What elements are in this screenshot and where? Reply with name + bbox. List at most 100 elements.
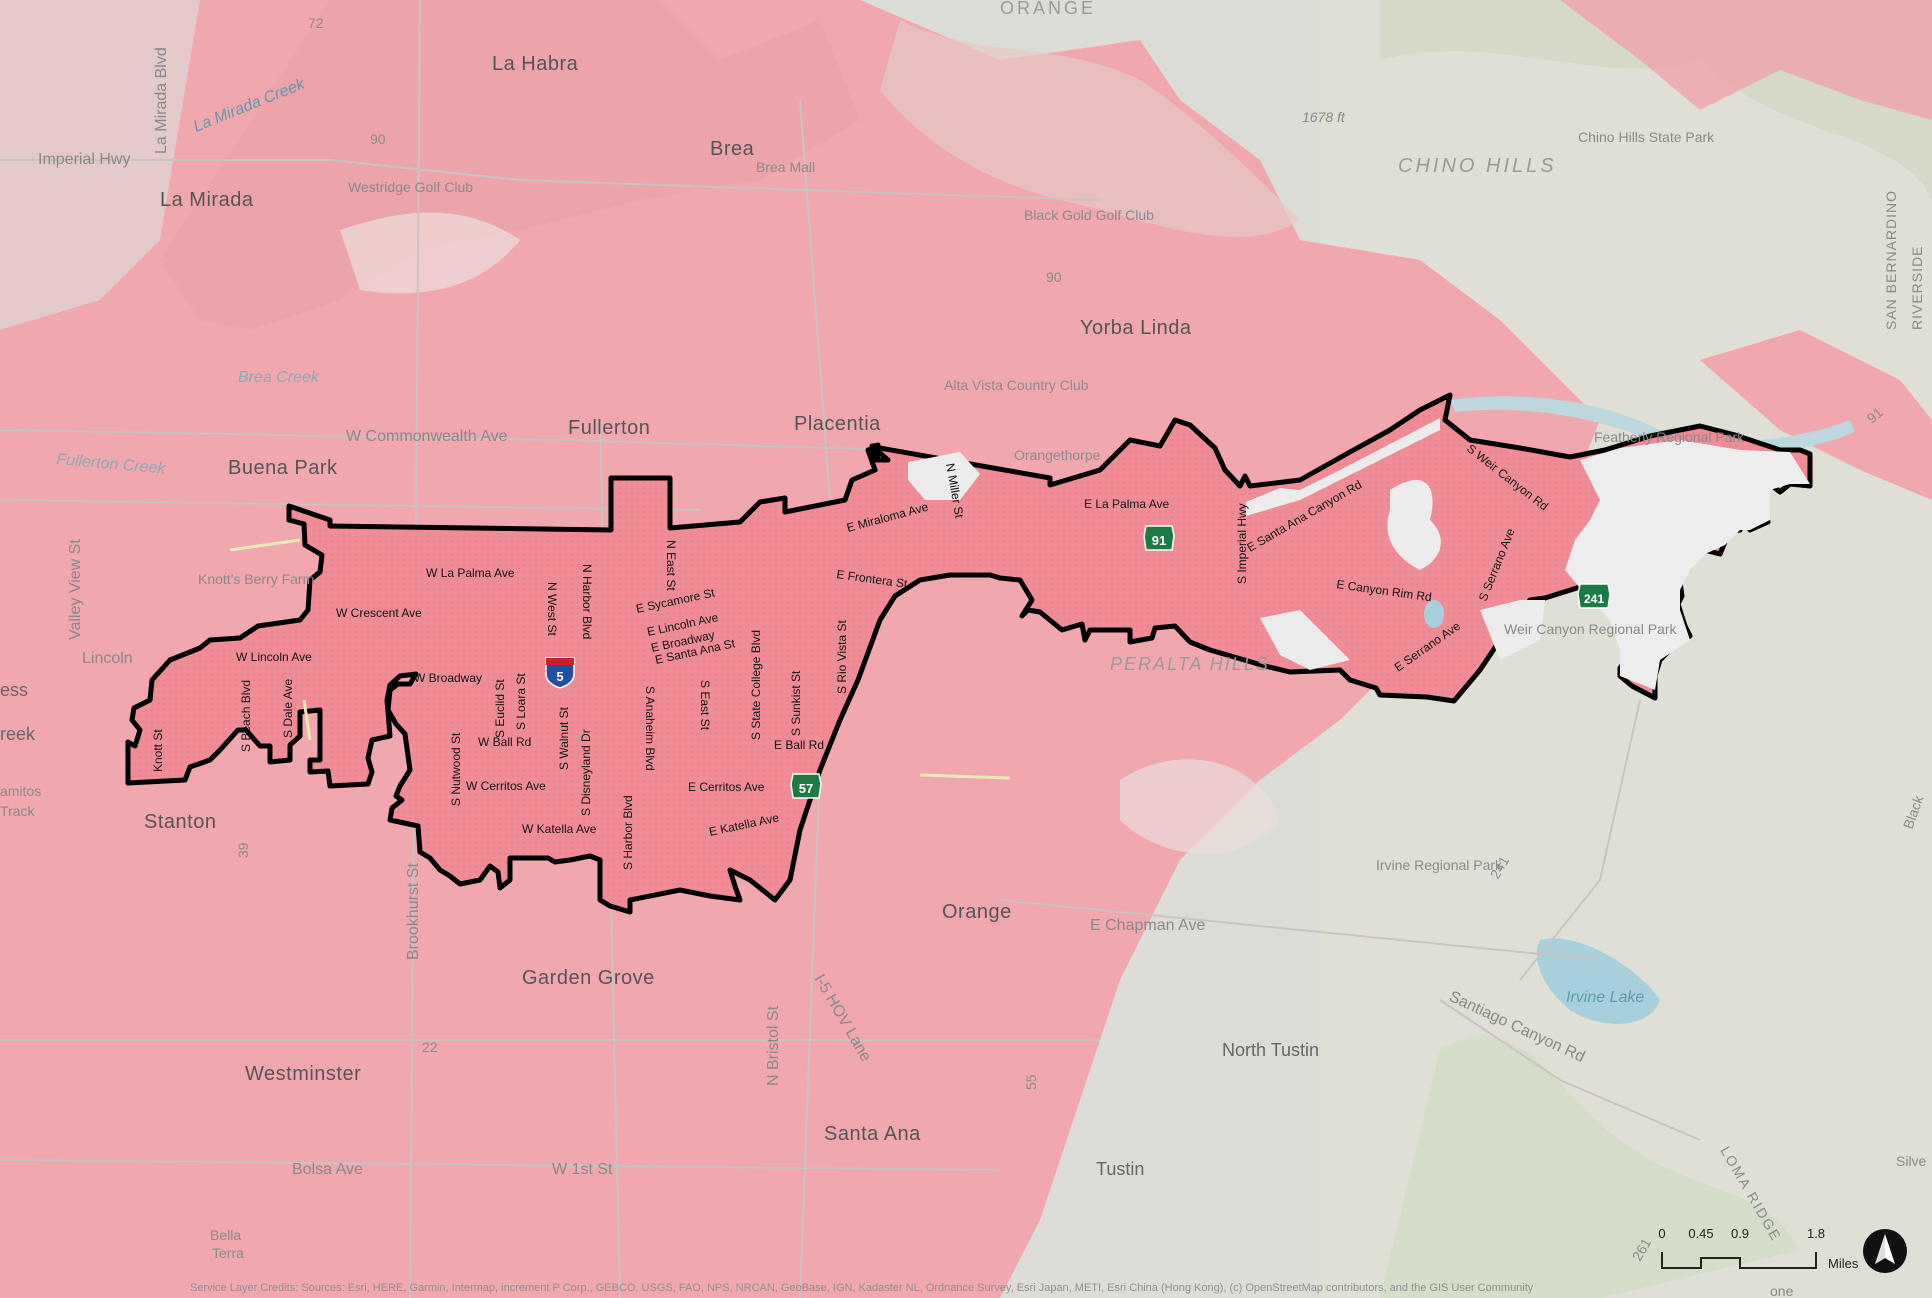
- hills-gap: [880, 20, 1300, 238]
- street-w-ball: W Ball Rd: [478, 735, 531, 749]
- street-knott: Knott St: [151, 729, 165, 772]
- shield-i5: 5: [545, 657, 575, 689]
- label-amitos: amitos: [0, 783, 41, 799]
- district-freeways: [229, 538, 1011, 780]
- city-brea: Brea: [710, 138, 755, 160]
- street-w-cerritos: W Cerritos Ave: [466, 779, 546, 793]
- place-featherly: Featherly Regional Park: [1594, 429, 1745, 445]
- road-bristol: N Bristol St: [765, 1005, 782, 1086]
- label-one: one: [1770, 1283, 1794, 1298]
- street-s-sunkist: S Sunkist St: [789, 670, 803, 736]
- route-55: 55: [1023, 1074, 1039, 1090]
- label-silve: Silve: [1896, 1153, 1927, 1169]
- street-s-walnut: S Walnut St: [557, 706, 571, 770]
- label-terra: Terra: [212, 1245, 244, 1261]
- irvine-lake: [1536, 938, 1660, 1024]
- road-brookhurst: Brookhurst St: [405, 863, 422, 960]
- city-garden-grove: Garden Grove: [522, 967, 655, 989]
- scale-tick-0: 0: [1658, 1226, 1666, 1241]
- place-knotts: Knott's Berry Farm: [198, 571, 314, 587]
- city-la-mirada: La Mirada: [160, 189, 254, 211]
- place-elevation: 1678 ft: [1302, 109, 1346, 125]
- road-chapman: E Chapman Ave: [1090, 917, 1205, 934]
- street-s-nutwood: S Nutwood St: [449, 732, 463, 806]
- scale-unit: Miles: [1828, 1256, 1859, 1271]
- road-commonwealth: W Commonwealth Ave: [346, 428, 508, 445]
- label-bella: Bella: [210, 1227, 241, 1243]
- label-reek: reek: [0, 724, 36, 744]
- street-e-cerritos: E Cerritos Ave: [688, 780, 765, 794]
- uncovered-hills-3: [1480, 600, 1545, 660]
- street-n-harbor: N Harbor Blvd: [580, 564, 594, 639]
- place-san-bernardino: SAN BERNARDINO: [1883, 190, 1899, 330]
- road-la-mirada-blvd: La Mirada Blvd: [153, 47, 170, 154]
- city-tustin: Tustin: [1096, 1159, 1144, 1179]
- orange-hills-gap: [1120, 759, 1280, 854]
- route-22: 22: [422, 1039, 438, 1055]
- road-w-1st: W 1st St: [552, 1161, 613, 1178]
- shield-ca57-number: 57: [799, 781, 813, 796]
- uncovered-hills-2: [1260, 610, 1350, 670]
- city-placentia: Placentia: [794, 413, 881, 435]
- street-n-east: N East St: [664, 540, 678, 591]
- shield-ca57: 57: [790, 773, 822, 799]
- route-90-a: 90: [1046, 269, 1062, 285]
- uncovered-north: [908, 452, 980, 500]
- route-72: 72: [308, 15, 324, 31]
- street-e-la-palma: E La Palma Ave: [1084, 497, 1169, 511]
- street-s-beach: S Beach Blvd: [239, 680, 253, 752]
- north-arrow-icon: [1862, 1228, 1908, 1274]
- region-chino-hills: CHINO HILLS: [1398, 155, 1557, 177]
- road-bolsa: Bolsa Ave: [292, 1161, 363, 1178]
- santa-ana-river: [1450, 396, 1855, 455]
- city-fullerton: Fullerton: [568, 417, 650, 439]
- place-westridge: Westridge Golf Club: [348, 179, 473, 195]
- water-brea-creek: Brea Creek: [238, 369, 320, 386]
- street-s-disneyland: S Disneyland Dr: [579, 729, 593, 816]
- place-black-gold: Black Gold Golf Club: [1024, 207, 1154, 223]
- street-s-state-college: S State College Blvd: [749, 630, 763, 740]
- place-irvine-lake: Irvine Lake: [1566, 989, 1644, 1006]
- place-irvine-park: Irvine Regional Park: [1376, 857, 1503, 873]
- road-imperial: Imperial Hwy: [38, 151, 130, 168]
- place-peralta-hills: PERALTA HILLS: [1110, 654, 1270, 674]
- shield-ca91: 91: [1143, 525, 1175, 551]
- uncovered-hills-1: [1387, 480, 1441, 570]
- shield-i5-number: 5: [556, 669, 563, 684]
- street-s-rio-vista: S Rio Vista St: [835, 620, 849, 694]
- place-weir-canyon: Weir Canyon Regional Park: [1504, 621, 1677, 637]
- uncovered-river: [1246, 418, 1440, 516]
- route-39: 39: [235, 842, 251, 858]
- route-90-b: 90: [370, 131, 386, 147]
- street-w-la-palma: W La Palma Ave: [426, 566, 515, 580]
- city-north-tustin: North Tustin: [1222, 1040, 1319, 1060]
- label-ess: ess: [0, 680, 28, 700]
- street-s-harbor: S Harbor Blvd: [621, 795, 635, 870]
- scale-tick-3: 1.8: [1806, 1226, 1826, 1241]
- city-westminster: Westminster: [245, 1063, 361, 1085]
- reservoir: [1424, 600, 1444, 628]
- street-s-anaheim: S Anaheim Blvd: [643, 686, 657, 771]
- uncovered-east: [1565, 440, 1810, 690]
- street-w-broadway: W Broadway: [414, 671, 482, 685]
- east-coverage: [1700, 330, 1932, 500]
- street-n-west: N West St: [545, 582, 559, 636]
- region-orange: ORANGE: [1000, 0, 1096, 18]
- street-w-katella: W Katella Ave: [522, 822, 597, 836]
- street-s-loara: S Loara St: [514, 673, 528, 730]
- shield-ca241-number: 241: [1584, 592, 1604, 606]
- city-buena-park: Buena Park: [228, 457, 338, 479]
- city-yorba-linda: Yorba Linda: [1080, 317, 1192, 339]
- northeast-coverage: [1560, 0, 1932, 120]
- shield-ca91-number: 91: [1152, 533, 1166, 548]
- city-orange: Orange: [942, 901, 1012, 923]
- place-brea-mall: Brea Mall: [756, 159, 815, 175]
- city-stanton: Stanton: [144, 811, 216, 833]
- place-orangethorpe: Orangethorpe: [1014, 447, 1101, 463]
- street-s-east: S East St: [698, 680, 712, 731]
- city-santa-ana: Santa Ana: [824, 1123, 921, 1145]
- credits-text: Service Layer Credits: Sources: Esri, HE…: [190, 1282, 1534, 1294]
- place-alta-vista: Alta Vista Country Club: [944, 377, 1089, 393]
